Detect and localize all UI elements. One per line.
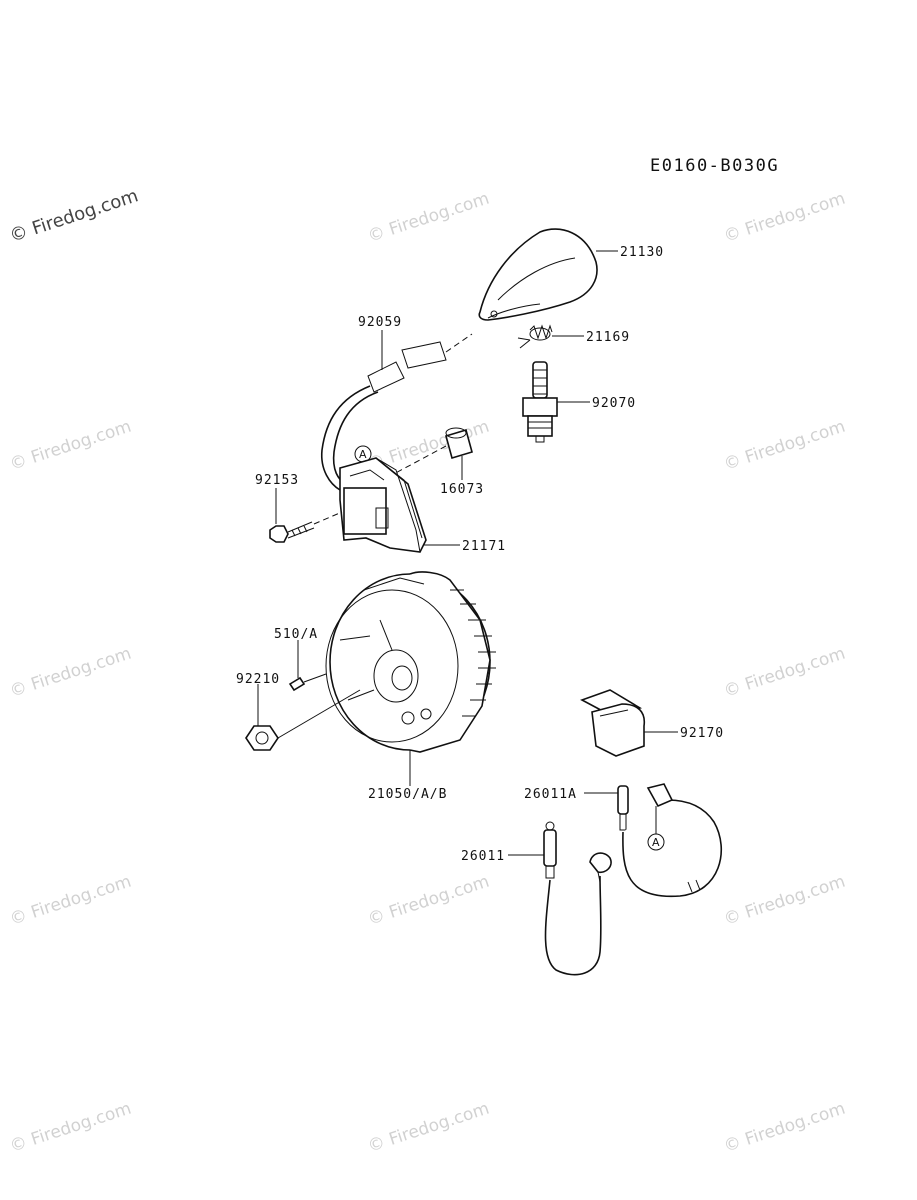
watermark: © Firedog.com (721, 189, 847, 247)
part-spark-plug-cap[interactable] (478, 228, 598, 321)
label-92070: 92070 (592, 396, 636, 411)
label-26011: 26011 (461, 849, 505, 864)
label-16073: 16073 (440, 482, 484, 497)
watermark: © Firedog.com (365, 1099, 491, 1157)
label-92153: 92153 (255, 473, 299, 488)
label-92170: 92170 (680, 726, 724, 741)
part-spring[interactable] (517, 324, 553, 349)
watermark: © Firedog.com (365, 872, 491, 930)
watermark: © Firedog.com (721, 872, 847, 930)
watermark: © Firedog.com (365, 189, 491, 247)
watermark: © Firedog.com (721, 644, 847, 702)
watermark: © Firedog.com (7, 644, 133, 702)
part-ignition-coil[interactable] (339, 457, 427, 553)
part-spark-plug[interactable] (522, 361, 558, 443)
part-spacer[interactable] (389, 427, 473, 477)
diagram-code: E0160-B030G (650, 156, 779, 176)
part-key[interactable] (288, 673, 327, 692)
part-bolt[interactable] (269, 511, 343, 543)
watermark-main: © Firedog.com (7, 185, 141, 246)
label-92210: 92210 (236, 672, 280, 687)
label-21050: 21050/A/B (368, 787, 447, 802)
part-clamp[interactable] (580, 689, 646, 757)
label-26011a: 26011A (524, 787, 577, 802)
label-21130: 21130 (620, 245, 664, 260)
watermark: © Firedog.com (7, 872, 133, 930)
label-21171: 21171 (462, 539, 506, 554)
watermark: © Firedog.com (721, 1099, 847, 1157)
watermark: © Firedog.com (7, 417, 133, 475)
watermark: © Firedog.com (7, 1099, 133, 1157)
label-21169: 21169 (586, 330, 630, 345)
part-nut[interactable] (245, 689, 361, 751)
svg-text:A: A (652, 836, 660, 849)
callout-a-bottom: A (647, 806, 665, 851)
part-lead-wire[interactable] (543, 821, 612, 976)
part-flywheel[interactable] (325, 571, 496, 753)
part-hv-lead[interactable] (320, 333, 473, 491)
label-92059: 92059 (358, 315, 402, 330)
watermark: © Firedog.com (721, 417, 847, 475)
label-510a: 510/A (274, 627, 318, 642)
part-lead-wire-a[interactable] (617, 783, 723, 898)
svg-text:A: A (359, 448, 367, 461)
